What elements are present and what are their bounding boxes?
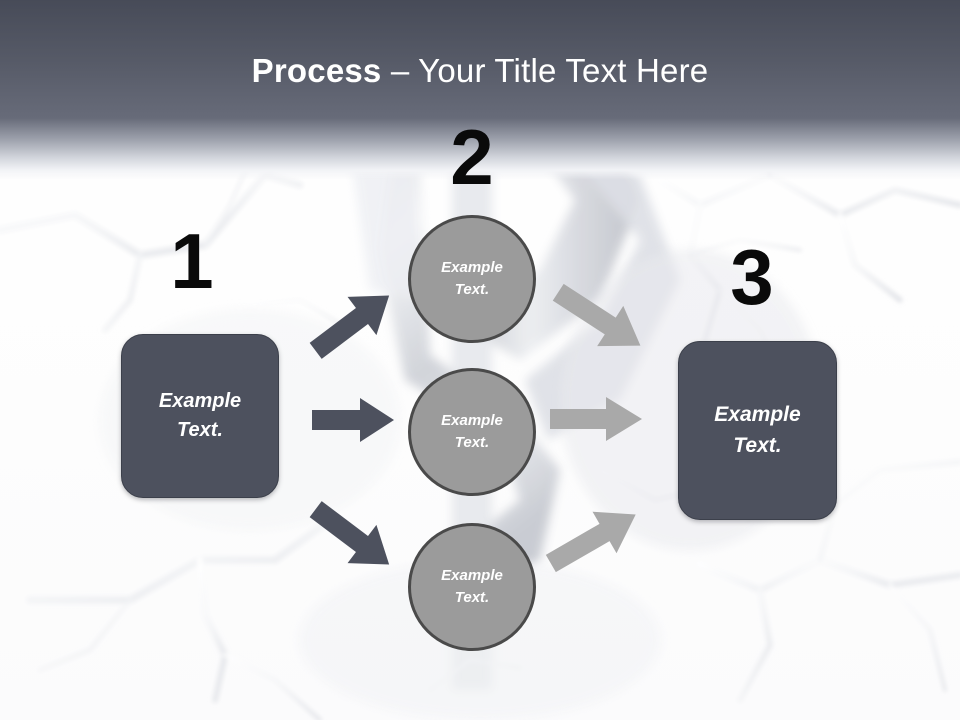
process-circle-top-label: Example Text. (441, 258, 503, 299)
step-number-2: 2 (450, 113, 494, 201)
arrow-left-to-top-circle (309, 295, 390, 359)
arrow-left-to-bottom-circle (309, 501, 390, 565)
process-circle-bottom-label: Example Text. (441, 566, 503, 607)
step-number-3: 3 (730, 233, 774, 321)
step-number-1: 1 (170, 217, 214, 305)
arrow-middle-circle-to-right (550, 397, 642, 441)
arrow-left-to-middle-circle (312, 398, 394, 442)
process-circle-middle-label: Example Text. (441, 411, 503, 452)
page-title-rest: – Your Title Text Here (381, 52, 709, 89)
arrow-bottom-circle-to-right (545, 511, 636, 573)
page-title: Process – Your Title Text Here (0, 52, 960, 90)
page-title-bold: Process (251, 52, 382, 89)
process-circle-top[interactable]: Example Text. (408, 215, 536, 343)
process-box-end[interactable]: Example Text. (678, 341, 837, 520)
process-box-end-label: Example Text. (714, 403, 801, 457)
process-circle-bottom[interactable]: Example Text. (408, 523, 536, 651)
process-box-start[interactable]: Example Text. (121, 334, 279, 498)
arrow-top-circle-to-right (552, 283, 641, 347)
process-circle-middle[interactable]: Example Text. (408, 368, 536, 496)
process-box-start-label: Example Text. (158, 390, 242, 441)
